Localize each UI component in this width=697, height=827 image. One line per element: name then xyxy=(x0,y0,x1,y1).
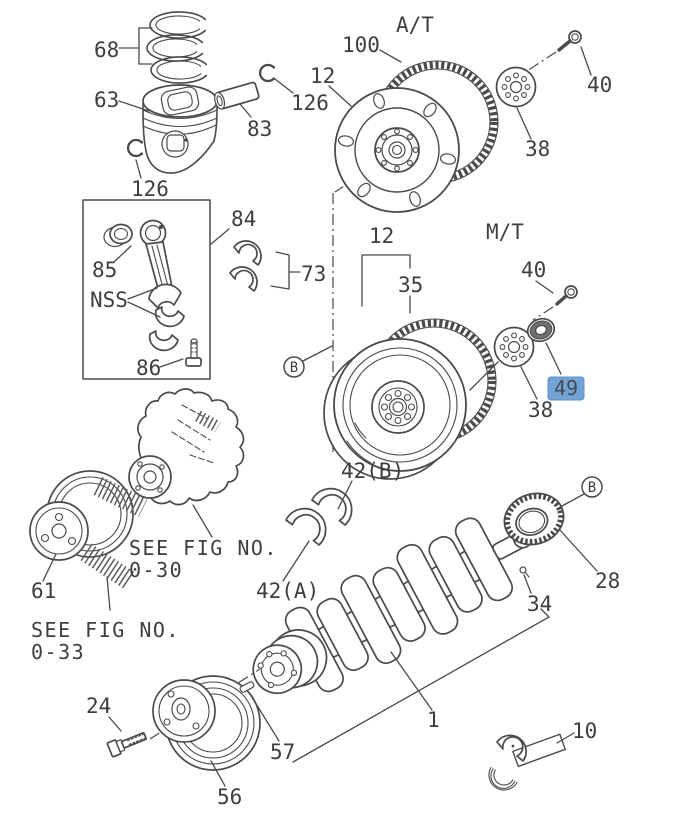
rod-cap-shell-lower xyxy=(148,330,179,352)
crank-gear xyxy=(503,492,565,546)
mt-flywheel-bolt xyxy=(532,285,578,321)
callout-thrust-washer-a[interactable]: 42(A) xyxy=(256,579,319,603)
highlighted-callout-pilot-bearing[interactable]: 49 xyxy=(547,376,585,401)
callout-pulley-bolt[interactable]: 24 xyxy=(86,694,111,718)
drive-belt-upper xyxy=(93,477,148,517)
highlight-box[interactable] xyxy=(547,376,585,401)
callout-thrust-washer-b[interactable]: 42(B) xyxy=(341,459,404,483)
at-drive-plate-assembly xyxy=(334,60,499,213)
snap-ring-left xyxy=(126,138,143,158)
detail-b-right-label: B xyxy=(588,480,596,496)
callout-snap-ring-left[interactable]: 126 xyxy=(131,177,169,201)
at-flywheel-bolt xyxy=(526,30,582,72)
see-fig-33-line2: 0-33 xyxy=(31,640,85,664)
callout-washer-at[interactable]: 38 xyxy=(525,137,550,161)
crank-pulley xyxy=(152,675,261,771)
thrust-washer-a xyxy=(285,507,327,546)
piston-pin xyxy=(214,81,260,110)
callout-ring-gear-at[interactable]: 100 xyxy=(342,33,380,57)
rod-bolt xyxy=(185,338,202,367)
thrust-washers xyxy=(285,487,353,546)
rod-cap-shell-upper xyxy=(154,306,185,328)
leader-lines xyxy=(42,46,598,787)
detail-b-left-label: B xyxy=(290,360,298,376)
callout-pilot-bearing[interactable]: 49 xyxy=(554,376,578,400)
label-mt: M/T xyxy=(486,220,524,244)
water-pump xyxy=(128,388,245,506)
connecting-rod-box xyxy=(82,199,211,380)
callout-crank-pin[interactable]: 34 xyxy=(527,592,552,616)
piston-rings xyxy=(146,11,208,84)
rod-bushing xyxy=(109,223,133,245)
piston-rings-bracket xyxy=(118,27,153,65)
pilot-bearing xyxy=(526,317,556,343)
callout-flywheel[interactable]: 12 xyxy=(369,224,394,248)
callout-woodruff-key[interactable]: 57 xyxy=(270,740,295,764)
label-at: A/T xyxy=(396,13,434,37)
woodruff-key xyxy=(239,681,255,693)
callout-piston[interactable]: 63 xyxy=(94,88,119,112)
callout-ring-gear-mt[interactable]: 35 xyxy=(398,273,423,297)
callout-rod-bearing[interactable]: 73 xyxy=(301,262,326,286)
mt-flywheel-assembly xyxy=(323,318,497,480)
callout-piston-pin[interactable]: 83 xyxy=(247,117,272,141)
snap-ring-top xyxy=(258,63,276,83)
mt-washer-plate xyxy=(493,326,535,368)
see-fig-33-line1: SEE FIG NO. xyxy=(31,618,180,642)
rod-bearing-shells xyxy=(229,240,301,292)
thrust-washer-b xyxy=(311,487,353,526)
at-washer-plate xyxy=(495,66,537,108)
callout-rod-caps-nss: NSS xyxy=(90,288,128,312)
detail-b-marker-left xyxy=(283,345,333,378)
pulley-bolt xyxy=(106,732,147,758)
see-fig-30-line1: SEE FIG NO. xyxy=(129,536,278,560)
callout-drive-plate[interactable]: 12 xyxy=(310,64,335,88)
callout-bolt-mt[interactable]: 40 xyxy=(521,258,546,282)
water-pump-pulley xyxy=(29,470,148,590)
callout-crank-pulley[interactable]: 56 xyxy=(217,785,242,809)
callout-rod-bolt[interactable]: 86 xyxy=(136,356,161,380)
callout-bolt-at[interactable]: 40 xyxy=(587,73,612,97)
main-bearing-shells xyxy=(488,733,566,791)
flywheel-bracket xyxy=(361,254,411,314)
see-fig-30-line2: 0-30 xyxy=(129,558,183,582)
callout-crank-gear[interactable]: 28 xyxy=(595,569,620,593)
callout-piston-rings[interactable]: 68 xyxy=(94,38,119,62)
callout-rod-assembly[interactable]: 84 xyxy=(231,207,256,231)
callout-rod-bushing[interactable]: 85 xyxy=(92,258,117,282)
callout-crankshaft[interactable]: 1 xyxy=(427,708,440,732)
callout-washer-mt[interactable]: 38 xyxy=(528,398,553,422)
callout-snap-ring-top[interactable]: 126 xyxy=(291,91,329,115)
piston xyxy=(142,84,218,174)
detail-b-marker-right xyxy=(561,476,603,507)
callout-main-bearing[interactable]: 10 xyxy=(572,719,597,743)
callout-wp-pulley[interactable]: 61 xyxy=(31,579,56,603)
crank-dowel-pin xyxy=(519,566,530,578)
